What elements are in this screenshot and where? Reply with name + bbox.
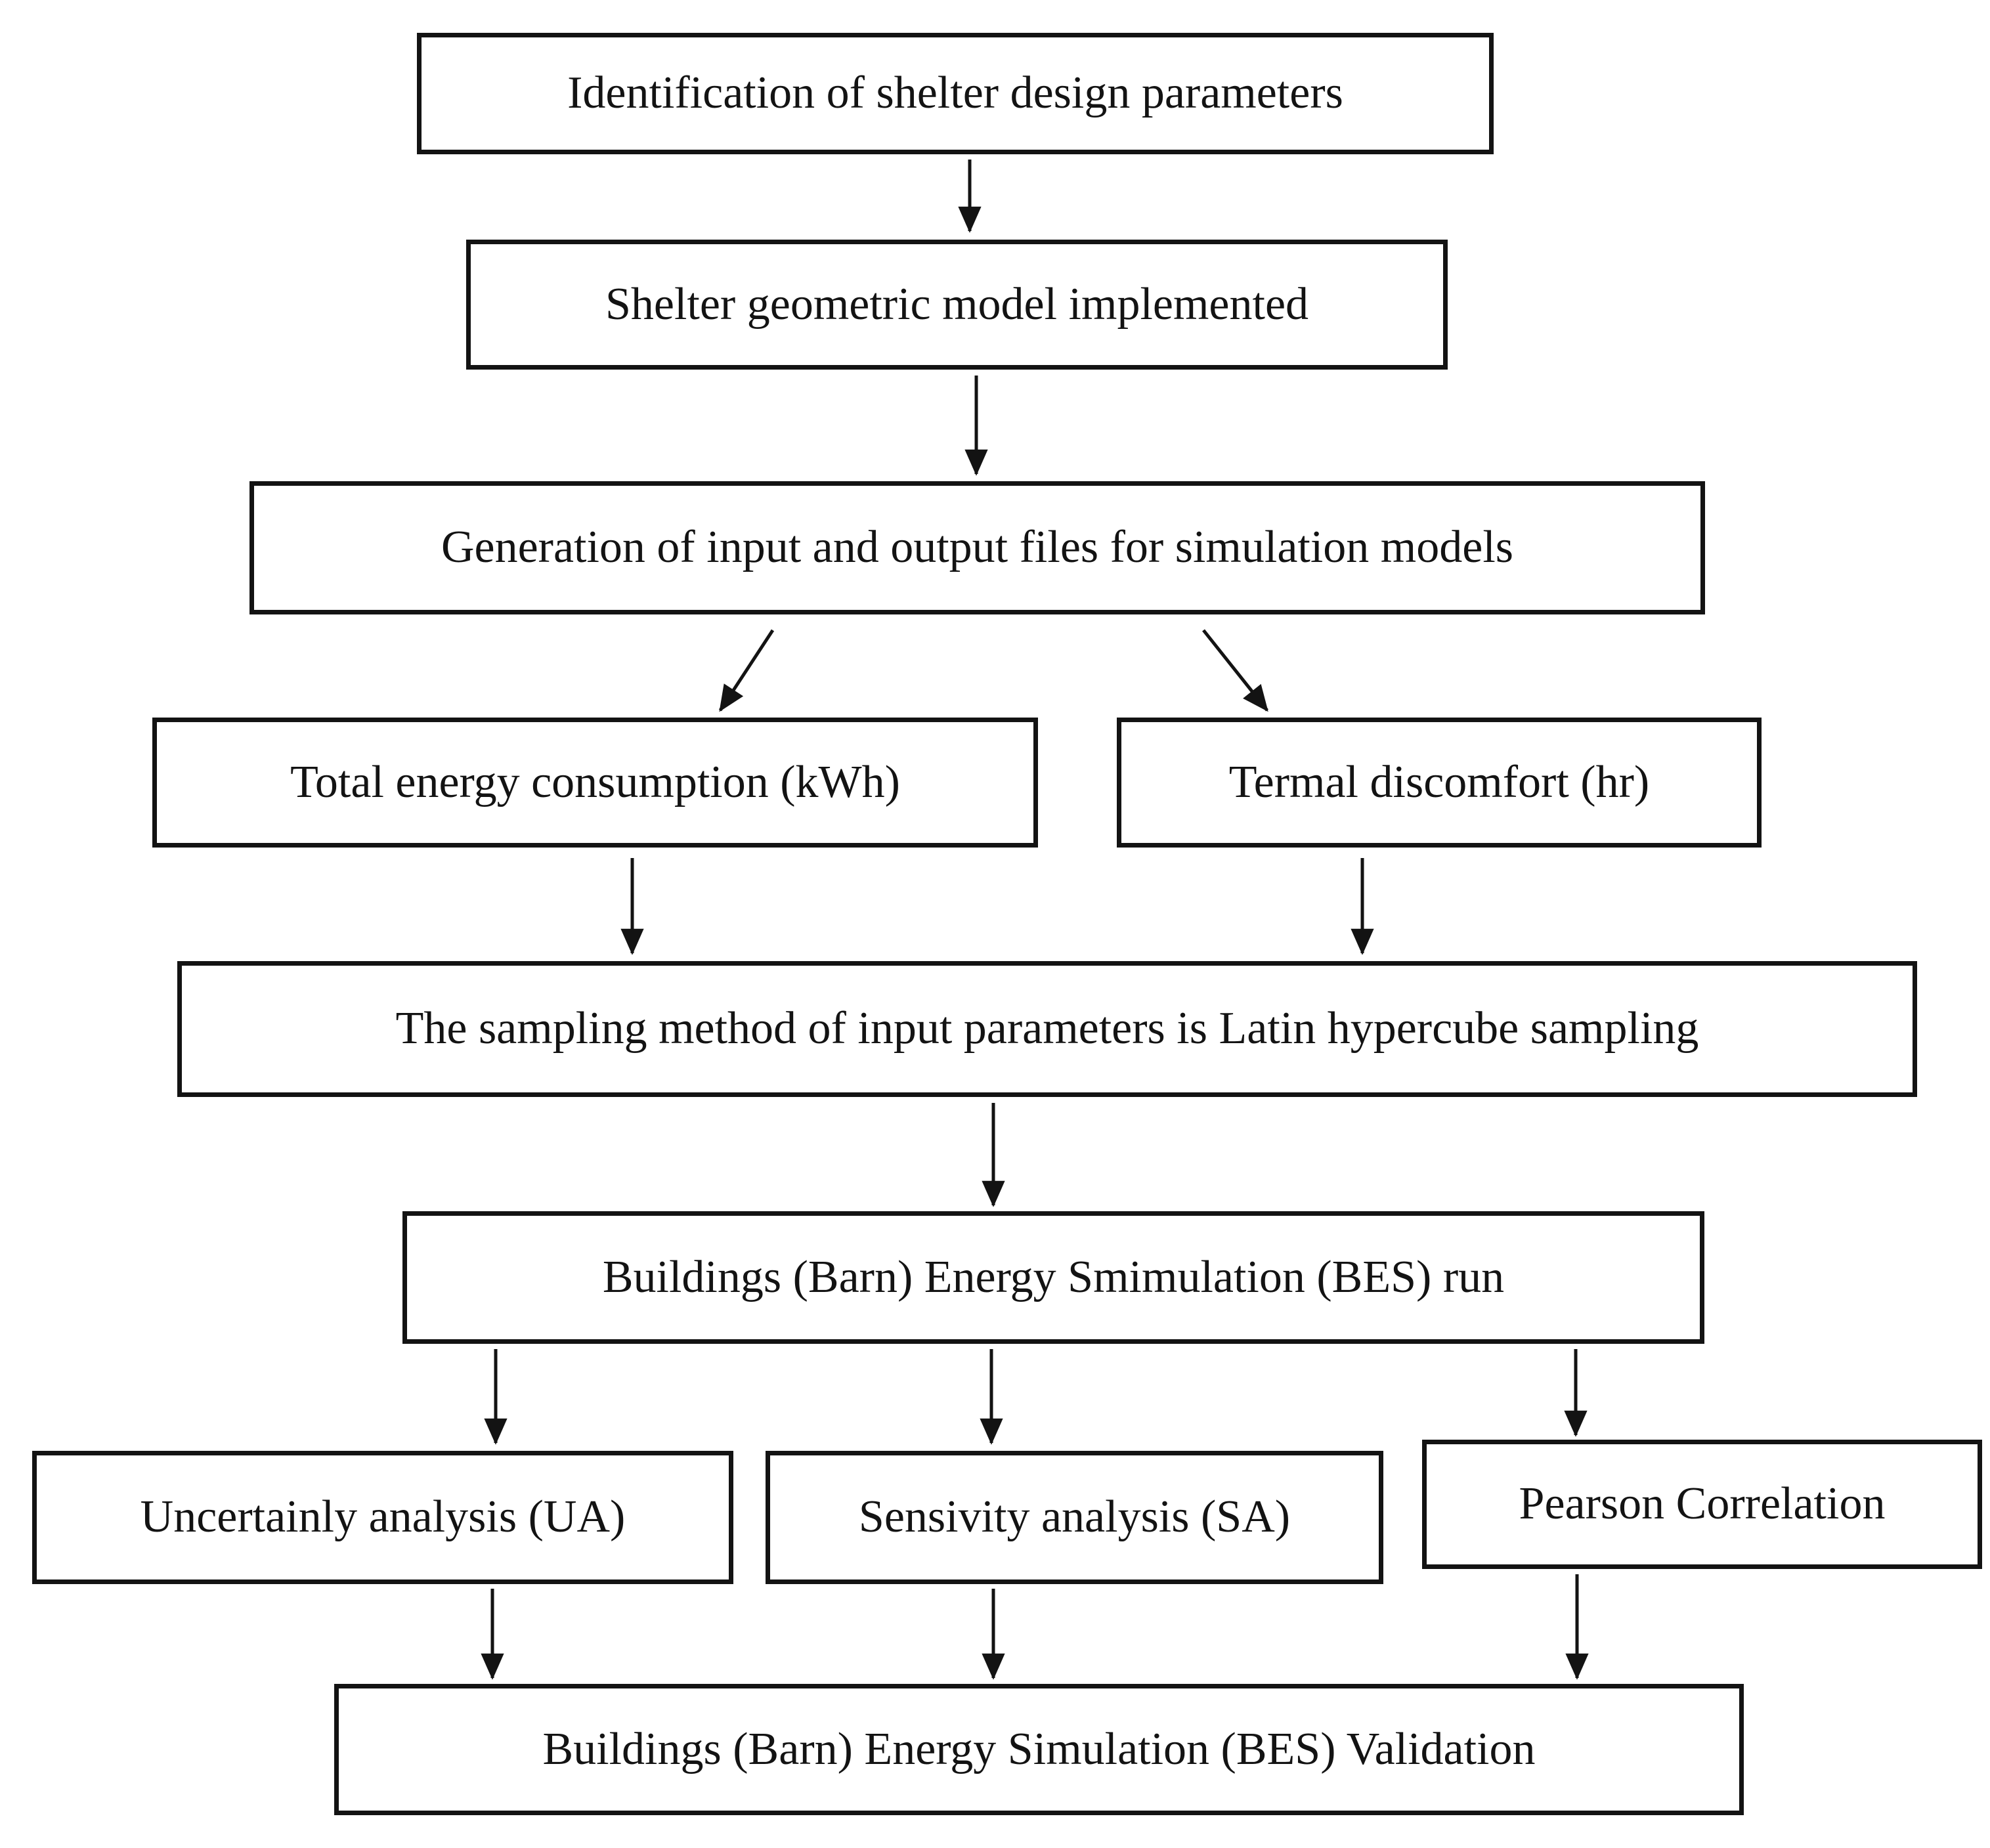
node-total-energy: Total energy consumption (kWh) <box>152 718 1038 848</box>
arrow-file-generation-to-total-energy <box>718 629 775 712</box>
node-pearson-correlation-label: Pearson Correlation <box>1519 1478 1886 1530</box>
node-bes-run-label: Buildings (Barn) Energy Smimulation (BES… <box>602 1251 1505 1302</box>
node-identification: Identification of shelter design paramet… <box>417 33 1494 154</box>
node-bes-validation-label: Buildings (Barn) Energy Simulation (BES)… <box>542 1723 1536 1774</box>
node-file-generation-label: Generation of input and output files for… <box>441 522 1514 573</box>
node-thermal-discomfort-label: Termal discomfort (hr) <box>1228 756 1650 807</box>
node-bes-run: Buildings (Barn) Energy Smimulation (BES… <box>402 1211 1704 1344</box>
node-sampling-method: The sampling method of input parameters … <box>177 961 1917 1097</box>
node-sampling-method-label: The sampling method of input parameters … <box>395 1003 1699 1054</box>
node-geometric-model: Shelter geometric model implemented <box>466 240 1448 370</box>
node-pearson-correlation: Pearson Correlation <box>1422 1440 1982 1569</box>
node-uncertainty-analysis-label: Uncertainly analysis (UA) <box>140 1492 626 1543</box>
node-bes-validation: Buildings (Barn) Energy Simulation (BES)… <box>334 1684 1744 1815</box>
arrow-file-generation-to-thermal-discomfort <box>1202 629 1268 712</box>
node-identification-label: Identification of shelter design paramet… <box>567 68 1343 119</box>
node-sensitivity-analysis-label: Sensivity analysis (SA) <box>858 1492 1291 1543</box>
node-geometric-model-label: Shelter geometric model implemented <box>605 278 1309 330</box>
node-sensitivity-analysis: Sensivity analysis (SA) <box>766 1451 1383 1584</box>
node-thermal-discomfort: Termal discomfort (hr) <box>1117 718 1762 848</box>
node-uncertainty-analysis: Uncertainly analysis (UA) <box>32 1451 733 1584</box>
node-file-generation: Generation of input and output files for… <box>249 481 1705 614</box>
node-total-energy-label: Total energy consumption (kWh) <box>290 756 900 807</box>
